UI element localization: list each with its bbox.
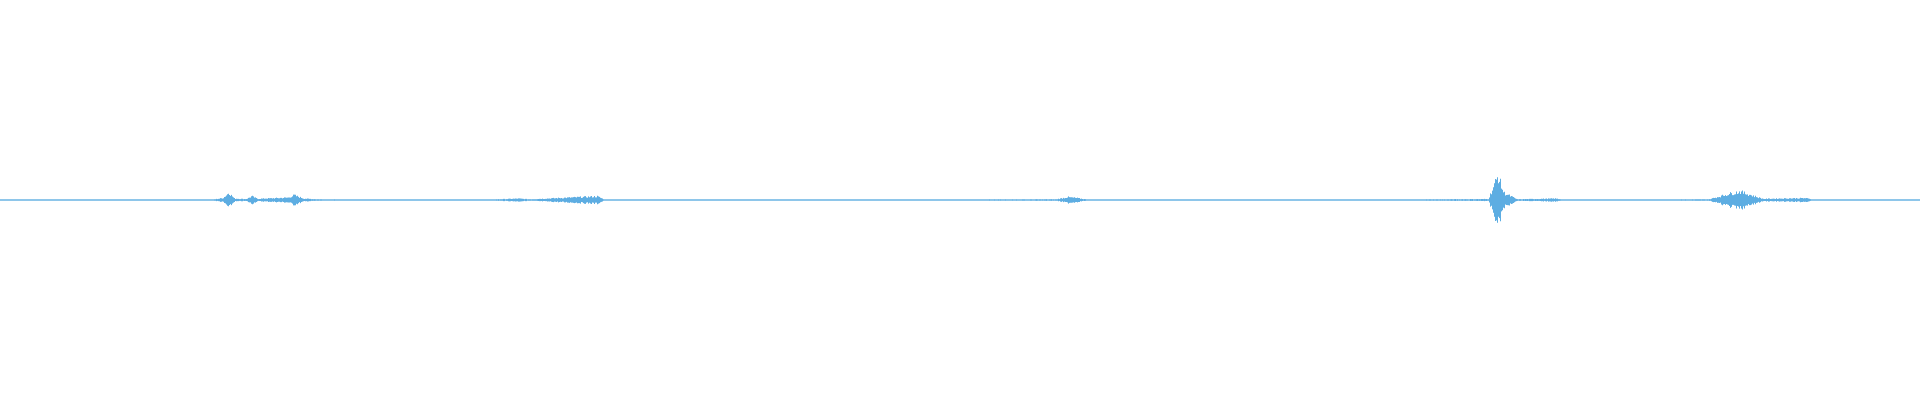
waveform-bars [0, 177, 1920, 223]
